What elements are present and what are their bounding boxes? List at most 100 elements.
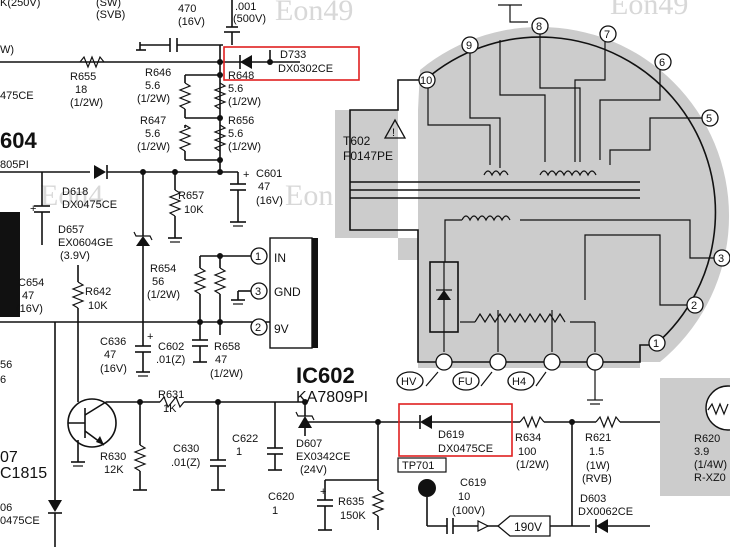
svg-text:2: 2 [691,300,697,312]
svg-text:C602: C602 [158,341,184,353]
svg-text:R620: R620 [694,433,720,445]
svg-text:190V: 190V [514,520,542,534]
svg-text:10: 10 [420,75,432,87]
svg-text:(16V): (16V) [256,195,283,207]
primary-coil-right [539,170,597,177]
svg-text:(16V): (16V) [16,303,43,315]
svg-text:DX0475CE: DX0475CE [62,199,117,211]
t602-part: F0147PE [343,149,393,163]
d733-label: D733 [280,49,306,61]
svg-text:1: 1 [255,251,261,263]
svg-text:100: 100 [518,446,536,458]
ic602-body [269,237,313,349]
svg-text:R634: R634 [515,432,541,444]
svg-text:R-XZ0: R-XZ0 [694,472,726,484]
ic604-body [0,212,20,317]
secondary-coil [461,215,511,222]
svg-text:R635: R635 [338,496,364,508]
svg-text:C601: C601 [256,168,282,180]
svg-text:805PI: 805PI [0,159,29,171]
svg-text:D618: D618 [62,186,88,198]
svg-text:1.5: 1.5 [589,446,604,458]
svg-text:C622: C622 [232,433,258,445]
svg-text:3.9: 3.9 [694,446,709,458]
svg-text:+: + [30,203,36,215]
svg-text:+: + [243,169,249,181]
svg-text:3: 3 [718,253,724,265]
d606-diode [48,500,62,512]
svg-text:R646: R646 [145,67,171,79]
svg-text:5.6: 5.6 [228,128,243,140]
svg-text:+: + [147,331,153,343]
fu-terminal [489,353,507,371]
svg-text:1: 1 [236,446,242,458]
svg-text:56: 56 [152,276,164,288]
output-hv: HV [396,371,439,391]
svg-text:GND: GND [274,285,301,299]
svg-text:47: 47 [258,181,270,193]
svg-text:07: 07 [0,449,18,466]
ic602-part: KA7809PI [296,389,368,406]
svg-text:(SVB): (SVB) [96,9,125,21]
svg-text:R658: R658 [214,341,240,353]
svg-text:R631: R631 [158,389,184,401]
svg-text:C654: C654 [18,277,44,289]
gnd-terminal [586,353,604,371]
svg-text:(SW): (SW) [96,0,121,9]
svg-text:470: 470 [178,3,196,15]
svg-text:R630: R630 [100,451,126,463]
d619-label: D619 [438,429,464,441]
d733-highlight-box [223,46,360,81]
d733-diode [240,55,252,69]
svg-text:(1/4W): (1/4W) [694,459,727,471]
watermark: Eon49 [275,0,353,27]
svg-text:1: 1 [272,505,278,517]
svg-text:1: 1 [653,338,659,350]
svg-text:D657: D657 [58,224,84,236]
svg-text:IN: IN [274,251,286,265]
svg-text:EX0342CE: EX0342CE [296,451,350,463]
svg-text:5.6: 5.6 [228,83,243,95]
svg-text:10: 10 [458,491,470,503]
svg-text:6: 6 [0,374,6,386]
d618-diode [94,165,106,179]
svg-text:C630: C630 [173,443,199,455]
svg-text:FU: FU [458,376,473,388]
svg-text:+: + [320,486,326,498]
d733-part: DX0302CE [278,63,333,75]
svg-text:56: 56 [0,359,12,371]
watermark: Eon [285,179,333,212]
d603-diode [596,519,608,533]
h4-terminal [543,353,561,371]
svg-text:(1/2W): (1/2W) [228,141,261,153]
svg-text:R621: R621 [585,432,611,444]
watermark: Eon49 [610,0,688,21]
svg-text:(RVB): (RVB) [582,473,612,485]
warning-icon [383,118,407,139]
svg-text:8: 8 [536,21,542,33]
svg-text:10K: 10K [88,300,108,312]
t602-pins: 1 2 3 5 6 7 8 9 10 [418,17,730,352]
d619-highlight-box [398,403,513,457]
d657-zener [136,236,150,246]
primary-coil-left [483,170,509,177]
svg-text:9V: 9V [274,322,289,336]
output-h4: H4 [507,371,547,391]
ic602-label: IC602 [296,363,355,388]
svg-text:(500V): (500V) [233,13,266,25]
svg-text:(1/2W): (1/2W) [210,368,243,380]
svg-text:18: 18 [75,84,87,96]
svg-text:3: 3 [255,286,261,298]
svg-text:5: 5 [706,113,712,125]
svg-text:(1/2W): (1/2W) [70,97,103,109]
output-fu: FU [452,371,493,391]
svg-text:HV: HV [401,376,417,388]
svg-text:.01(Z): .01(Z) [156,354,185,366]
svg-text:TP701: TP701 [402,460,434,472]
svg-text:9: 9 [466,40,472,52]
svg-text:5.6: 5.6 [145,128,160,140]
svg-text:06: 06 [0,502,12,514]
svg-text:475CE: 475CE [0,90,34,102]
